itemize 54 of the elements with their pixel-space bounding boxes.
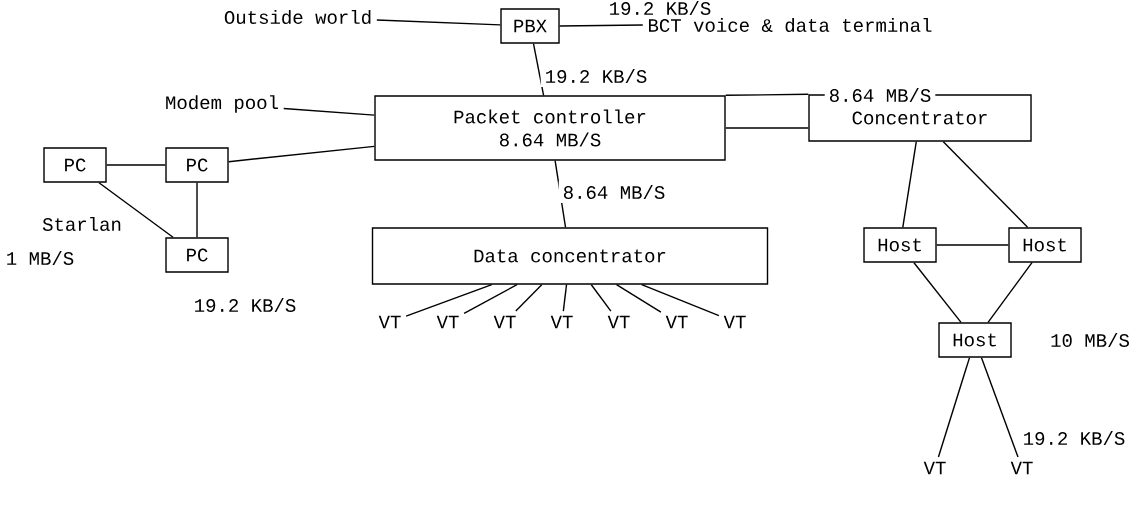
connector-line (913, 262, 962, 323)
node-label: VT (607, 315, 630, 329)
connector-line (405, 284, 493, 317)
connector-line (562, 284, 568, 312)
node-label: VT (665, 315, 688, 329)
connector-line (725, 127, 809, 129)
connector-line (515, 284, 543, 312)
node-label: VT (493, 315, 516, 329)
process-box: Host (938, 322, 1012, 358)
connector-line (106, 164, 166, 166)
connector-line (987, 262, 1033, 323)
connector-line (559, 24, 644, 27)
connector-line (942, 141, 1029, 228)
connector-line (283, 107, 375, 116)
edge-label: 19.2 KB/S (1018, 427, 1130, 449)
connector-line (902, 141, 917, 228)
annotation-label: 10 MB/S (1051, 333, 1129, 347)
node-label: VT (378, 315, 401, 329)
process-box: PC (43, 147, 107, 183)
node-label: BCT voice & data terminal (649, 18, 932, 32)
process-box: Host (863, 227, 937, 263)
edge-label: 8.64 MB/S (558, 181, 670, 203)
connector-line (641, 284, 720, 317)
edge-label: 19.2 KB/S (540, 65, 652, 87)
connector-line (228, 145, 375, 163)
connector-line (463, 284, 518, 314)
connector-line (725, 93, 809, 96)
node-label: Outside world (224, 10, 371, 24)
process-box: PBX (500, 8, 560, 44)
process-box: Packet controller 8.64 MB/S (374, 95, 726, 161)
connector-line (980, 357, 1019, 458)
connector-line (936, 244, 1009, 246)
connector-line (615, 284, 662, 313)
edge-label: 19.2 KB/S (604, 0, 716, 19)
process-box: Data concentrator (371, 227, 769, 285)
connector-line (590, 284, 612, 312)
annotation-label: 1 MB/S (7, 251, 74, 265)
connector-line (98, 182, 174, 238)
node-label: VT (1010, 461, 1033, 475)
process-box: PC (165, 147, 229, 183)
node-label: VT (436, 315, 459, 329)
process-box: Host (1008, 227, 1082, 263)
process-box: PC (165, 237, 229, 273)
connector-line (937, 357, 971, 458)
edge-label: 8.64 MB/S (824, 84, 936, 106)
annotation-label: Starlan (42, 217, 121, 231)
node-label: VT (723, 315, 746, 329)
node-label: VT (550, 315, 573, 329)
connector-line (196, 182, 198, 238)
node-label: VT (923, 461, 946, 475)
annotation-label: 19.2 KB/S (195, 298, 296, 312)
node-label: Modem pool (166, 95, 278, 113)
connector-line (532, 43, 545, 96)
connector-line (376, 19, 501, 26)
